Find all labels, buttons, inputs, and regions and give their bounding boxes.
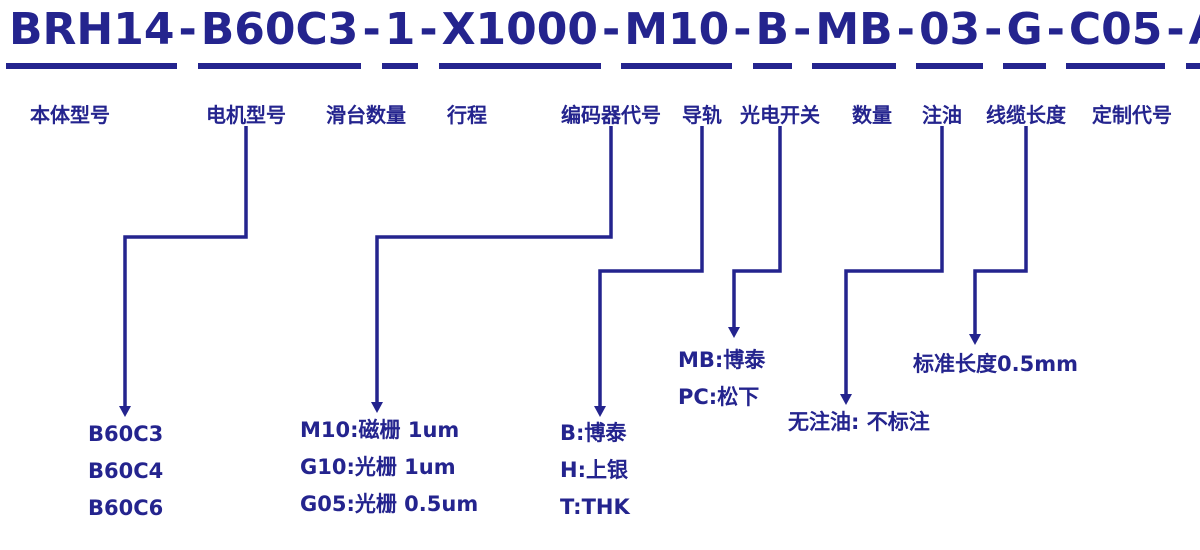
connector-rail: [598, 126, 704, 408]
legend-line: H:上银: [560, 458, 628, 482]
segment-label-cable-length: 线缆长度: [986, 103, 1066, 127]
code-separator: -: [419, 4, 438, 55]
legend-encoder-codes: M10:磁栅 1um G10:光栅 1um G05:光栅 0.5um: [300, 412, 478, 523]
code-segment-stroke: X1000: [438, 4, 601, 69]
legend-line: B60C4: [88, 459, 164, 483]
segment-label-quantity: 数量: [852, 103, 892, 127]
legend-oil-note: 无注油: 不标注: [788, 404, 930, 441]
segment-label-encoder: 编码器代号: [561, 103, 661, 127]
code-segment-slide-count: 1: [381, 4, 419, 69]
code-segment-body-model: BRH14: [6, 4, 178, 69]
legend-line: B60C6: [88, 496, 164, 520]
connector-oil: [844, 126, 944, 396]
connector-switch: [732, 126, 782, 329]
code-separator: -: [793, 4, 812, 55]
legend-rail-brands: B:博泰 H:上银 T:THK: [560, 415, 630, 526]
legend-cable-note: 标准长度0.5mm: [913, 346, 1078, 383]
code-segment-quantity: 03: [915, 4, 984, 69]
legend-line: T:THK: [560, 495, 630, 519]
code-separator: -: [733, 4, 752, 55]
connector-cable: [973, 126, 1028, 336]
code-separator: -: [896, 4, 915, 55]
legend-line: 无注油: 不标注: [788, 410, 930, 434]
legend-line: M10:磁栅 1um: [300, 418, 460, 442]
legend-line: B:博泰: [560, 421, 627, 445]
segment-label-stroke: 行程: [447, 103, 487, 127]
code-segment-photo-switch: MB: [812, 4, 896, 69]
arrowhead-cable: [969, 334, 981, 345]
code-segment-motor-model: B60C3: [197, 4, 362, 69]
arrowhead-motor: [119, 406, 131, 417]
arrowhead-encoder: [371, 402, 383, 413]
legend-switch-brands: MB:博泰 PC:松下: [678, 342, 765, 416]
segment-label-body-model: 本体型号: [30, 103, 110, 127]
arrowhead-switch: [728, 327, 740, 338]
arrowhead-rail: [594, 406, 606, 417]
legend-line: G05:光栅 0.5um: [300, 492, 479, 516]
segment-label-slide-count: 滑台数量: [326, 103, 406, 127]
code-separator: -: [178, 4, 197, 55]
segment-label-oil: 注油: [922, 103, 962, 127]
connector-motor: [123, 126, 248, 408]
segment-label-motor-model: 电机型号: [206, 103, 286, 127]
connector-encoder: [375, 126, 613, 404]
segment-label-custom-code: 定制代号: [1092, 103, 1172, 127]
code-segment-cable-length: C05: [1065, 4, 1166, 69]
code-segment-oil: G: [1003, 4, 1046, 69]
legend-line: G10:光栅 1um: [300, 455, 456, 479]
segment-label-rail: 导轨: [682, 103, 722, 127]
code-separator: -: [1046, 4, 1065, 55]
legend-line: 标准长度0.5mm: [913, 352, 1078, 376]
legend-line: MB:博泰: [678, 348, 766, 372]
code-separator: -: [984, 4, 1003, 55]
model-code: BRH14 - B60C3 - 1 - X1000 - M10 - B - MB…: [6, 4, 1200, 69]
code-segment-rail: B: [752, 4, 793, 69]
segment-label-photo-switch: 光电开关: [740, 103, 820, 127]
code-separator: -: [601, 4, 621, 55]
legend-line: PC:松下: [678, 385, 760, 409]
code-segment-custom-code: A01: [1185, 4, 1200, 69]
legend-line: B60C3: [88, 422, 164, 446]
code-separator: -: [1166, 4, 1185, 55]
code-separator: -: [362, 4, 381, 55]
legend-motor-models: B60C3 B60C4 B60C6: [88, 416, 163, 527]
arrowhead-oil: [840, 394, 852, 405]
code-segment-encoder: M10: [621, 4, 733, 69]
